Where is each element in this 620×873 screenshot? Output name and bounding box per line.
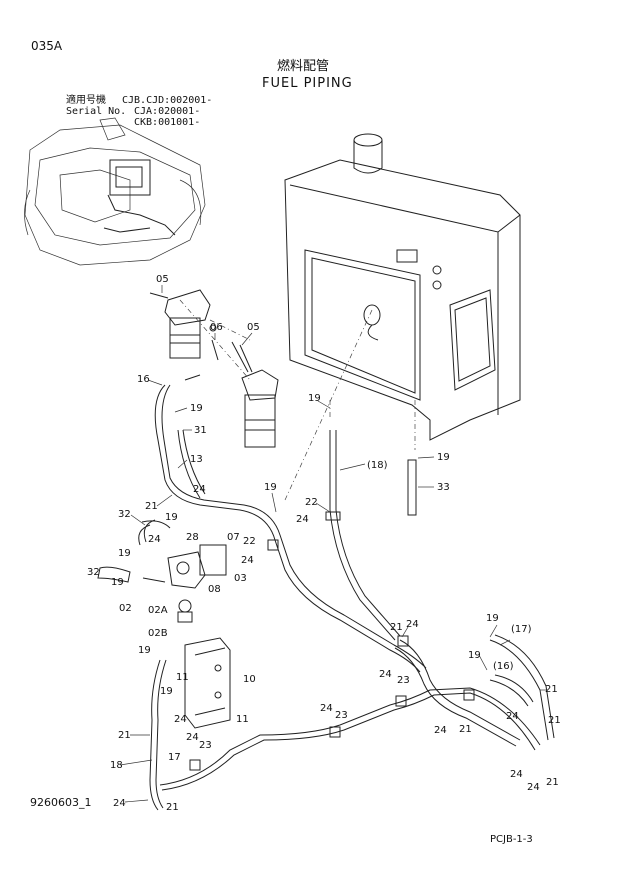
callout-16b: (16): [493, 661, 514, 672]
serial-label-en: Serial No.: [66, 106, 127, 117]
callout-24e: 24: [174, 714, 187, 725]
callout-21f: 21: [545, 684, 558, 695]
callout-13: 13: [190, 454, 203, 465]
callout-02b: 02B: [148, 628, 168, 639]
callout-19i: 19: [160, 686, 173, 697]
callout-24a: 24: [193, 484, 206, 495]
callout-11a: 11: [176, 672, 189, 683]
callout-17b: (17): [511, 624, 532, 635]
callout-19k: 19: [468, 650, 481, 661]
fuel-tank: [284, 133, 521, 441]
callout-28: 28: [186, 532, 199, 543]
callout-21h: 21: [546, 777, 559, 788]
callout-19f: 19: [118, 548, 131, 559]
machine-overview-sketch: [24, 117, 206, 266]
callout-22b: 22: [243, 536, 256, 547]
callout-24b: 24: [296, 514, 309, 525]
callout-19a: 19: [190, 403, 203, 414]
callout-19e: 19: [165, 512, 178, 523]
serial-label-jp: 適用号機: [66, 95, 106, 106]
center-lines: [179, 299, 416, 501]
callout-24k: 24: [434, 725, 447, 736]
callout-02a: 02A: [148, 605, 168, 616]
fuel-hoses: [138, 374, 555, 811]
fuel-pump-assembly: [97, 520, 227, 623]
callout-19h: 19: [138, 645, 151, 656]
callout-19j: 19: [486, 613, 499, 624]
callout-07: 07: [227, 532, 240, 543]
callout-24i: 24: [379, 669, 392, 680]
callout-02: 02: [119, 603, 132, 614]
serial-line-2: CJA:020001-: [134, 106, 201, 117]
callout-19b: 19: [264, 482, 277, 493]
page-reference: PCJB-1-3: [490, 834, 533, 845]
callout-31: 31: [194, 425, 207, 436]
fuel-filter-lower: [211, 339, 279, 448]
fuel-cooler: [184, 637, 231, 729]
callout-33: 33: [437, 482, 450, 493]
callout-17a: 17: [168, 752, 181, 763]
callout-19c: 19: [308, 393, 321, 404]
callout-24g: 24: [113, 798, 126, 809]
callout-23a: 23: [199, 740, 212, 751]
callout-21d: 21: [390, 622, 403, 633]
callout-03: 03: [234, 573, 247, 584]
callout-21c: 21: [166, 802, 179, 813]
callout-08: 08: [208, 584, 221, 595]
callout-11b: 11: [236, 714, 249, 725]
callout-10: 10: [243, 674, 256, 685]
callout-23b: 23: [335, 710, 348, 721]
page-code: 035A: [31, 39, 63, 53]
callout-21a: 21: [145, 501, 158, 512]
figure-number: 9260603_1: [30, 796, 92, 809]
callout-24c: 24: [148, 534, 161, 545]
callout-21b: 21: [118, 730, 131, 741]
title-english: FUEL PIPING: [262, 76, 353, 91]
callout-18b: 18: [110, 760, 123, 771]
callout-18a: (18): [367, 460, 388, 471]
callout-19g: 19: [111, 577, 124, 588]
title-japanese: 燃料配管: [277, 59, 330, 74]
callout-21g: 21: [548, 715, 561, 726]
callout-24d: 24: [241, 555, 254, 566]
clamps: [189, 511, 475, 771]
callout-32a: 32: [118, 509, 131, 520]
fuel-filter-upper: [149, 289, 217, 359]
callout-21e: 21: [459, 724, 472, 735]
serial-line-3: CKB:001001-: [134, 117, 201, 128]
serial-line-1: CJB.CJD:002001-: [122, 95, 213, 106]
callout-24f: 24: [186, 732, 199, 743]
callout-32b: 32: [87, 567, 100, 578]
callout-23c: 23: [397, 675, 410, 686]
callout-06: 06: [210, 322, 223, 333]
callout-16: 16: [137, 374, 150, 385]
callout-24m: 24: [510, 769, 523, 780]
callout-19d: 19: [437, 452, 450, 463]
callout-24j: 24: [406, 619, 419, 630]
callout-24l: 24: [506, 711, 519, 722]
callout-05a: 05: [156, 274, 169, 285]
leader-lines: [119, 285, 548, 803]
callout-24n: 24: [527, 782, 540, 793]
callout-labels: 05 05 06 16 19 31 13 21 24 19 22 24 19 (…: [87, 274, 561, 813]
callout-22a: 22: [305, 497, 318, 508]
callout-05b: 05: [247, 322, 260, 333]
callout-24h: 24: [320, 703, 333, 714]
